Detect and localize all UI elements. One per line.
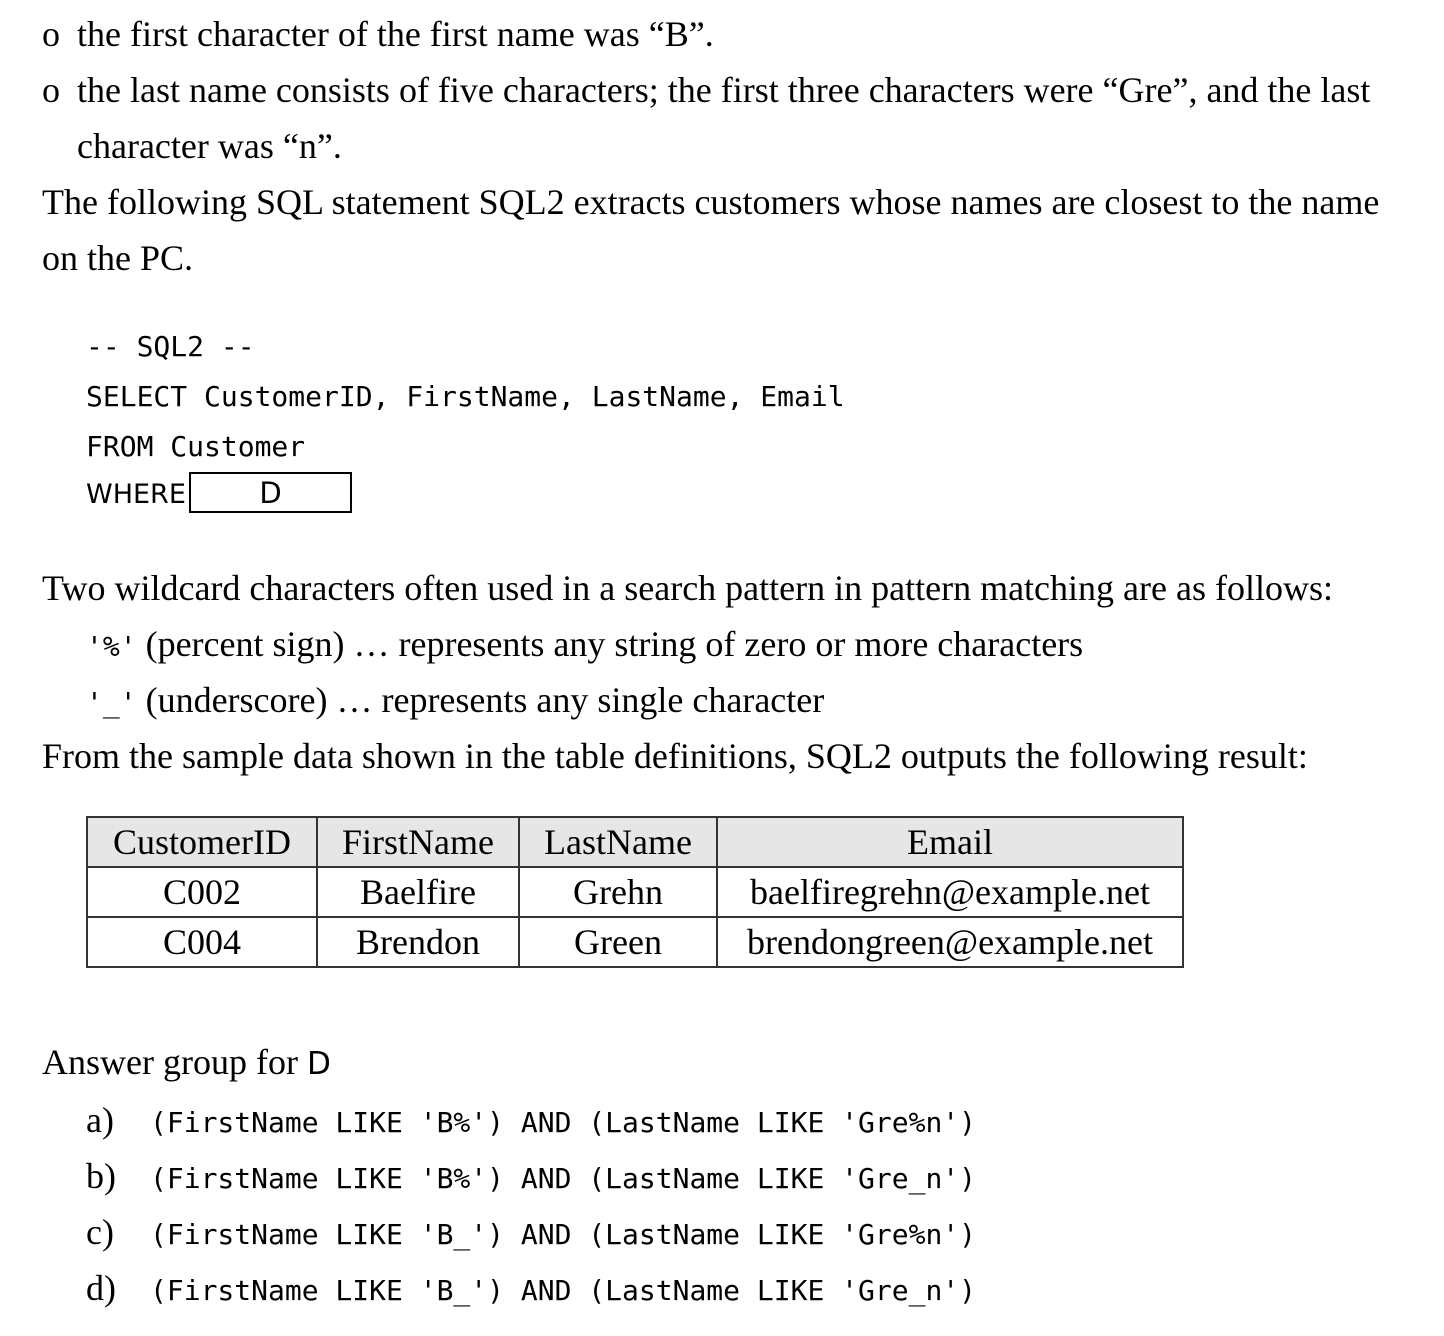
wildcard-underscore: '_' (underscore) … represents any single… [86,672,824,731]
header-last-name: LastName [518,816,718,868]
intro-line-1: The following SQL statement SQL2 extract… [42,182,1380,222]
header-customer-id: CustomerID [86,816,318,868]
percent-symbol: '%' [86,630,137,663]
option-label: b) [86,1156,116,1196]
table-row: C002 Baelfire Grehn baelfiregrehn@exampl… [86,866,1184,918]
sql-from: FROM Customer [86,430,306,463]
answer-option-d[interactable]: d) (FirstName LIKE 'B_') AND (LastName LI… [86,1260,976,1324]
cell-customer-id: C002 [86,866,318,918]
cell-first-name: Brendon [316,916,520,968]
cell-last-name: Grehn [518,866,718,918]
sql-comment: -- SQL2 -- [86,330,255,363]
answer-group-title: Answer group for D [42,1034,331,1092]
blank-box-d: D [189,472,352,513]
sql-select: SELECT CustomerID, FirstName, LastName, … [86,380,845,413]
cell-customer-id: C004 [86,916,318,968]
answer-option-c[interactable]: c) (FirstName LIKE 'B_') AND (LastName LI… [86,1204,976,1268]
result-intro: From the sample data shown in the table … [42,736,1308,776]
cell-last-name: Green [518,916,718,968]
underscore-symbol: '_' [86,686,137,719]
answer-group-letter: D [306,1046,331,1082]
option-label: d) [86,1268,116,1308]
table-row: C004 Brendon Green brendongreen@example.… [86,916,1184,968]
sql-where-keyword: WHERE [86,479,186,510]
bullet-last-name: o the last name consists of five characte… [42,62,1370,118]
cell-first-name: Baelfire [316,866,520,918]
cell-email: baelfiregrehn@example.net [716,866,1184,918]
option-code: (FirstName LIKE 'B_') AND (LastName LIKE… [150,1218,977,1251]
percent-description: (percent sign) … represents any string o… [136,624,1084,664]
cell-email: brendongreen@example.net [716,916,1184,968]
answer-group-label: Answer group for [42,1042,307,1082]
answer-option-a[interactable]: a) (FirstName LIKE 'B%') AND (LastName LI… [86,1092,976,1156]
option-label: c) [86,1212,114,1252]
option-code: (FirstName LIKE 'B%') AND (LastName LIKE… [150,1106,977,1139]
option-label: a) [86,1100,114,1140]
bullet-first-name: o the first character of the first name w… [42,6,714,62]
wildcard-percent: '%' (percent sign) … represents any stri… [86,616,1083,675]
header-first-name: FirstName [316,816,520,868]
bullet-continuation: character was “n”. [77,126,342,166]
bullet-text: the last name consists of five character… [77,70,1371,110]
wildcard-intro: Two wildcard characters often used in a … [42,568,1333,608]
option-code: (FirstName LIKE 'B_') AND (LastName LIKE… [150,1274,977,1307]
underscore-description: (underscore) … represents any single cha… [136,680,825,720]
table-header-row: CustomerID FirstName LastName Email [86,816,1184,868]
option-code: (FirstName LIKE 'B%') AND (LastName LIKE… [150,1162,977,1195]
header-email: Email [716,816,1184,868]
intro-line-2: on the PC. [42,238,194,278]
bullet-marker: o [42,14,60,54]
bullet-marker: o [42,70,60,110]
answer-option-b[interactable]: b) (FirstName LIKE 'B%') AND (LastName LI… [86,1148,976,1212]
result-table: CustomerID FirstName LastName Email C002… [86,816,1184,968]
bullet-text: the first character of the first name wa… [77,14,714,54]
